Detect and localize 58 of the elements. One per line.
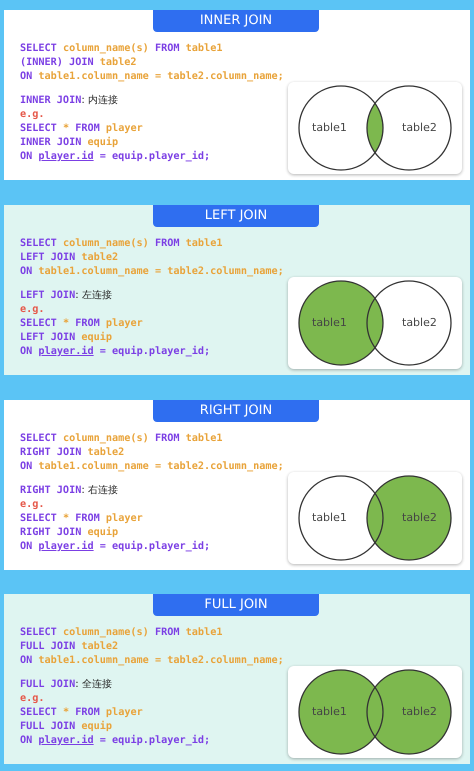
description-text: RIGHT JOIN: 右连接 — [20, 484, 118, 497]
code-line: ON table1.column_name = table2.column_name; — [20, 70, 284, 83]
code-line: SELECT column_name(s) FROM table1 — [20, 42, 222, 55]
code-line: ON table1.column_name = table2.column_name; — [20, 460, 284, 473]
code-line: SELECT column_name(s) FROM table1 — [20, 626, 222, 639]
code-line: INNER JOIN equip — [20, 136, 118, 149]
join-panel — [4, 10, 470, 180]
code-line: RIGHT JOIN table2 — [20, 446, 124, 459]
set-label: table2 — [402, 511, 437, 524]
code-line: SELECT column_name(s) FROM table1 — [20, 237, 222, 250]
heading-tab: RIGHT JOIN — [153, 400, 319, 422]
code-line: ON table1.column_name = table2.column_name; — [20, 654, 284, 667]
set-label: table1 — [312, 705, 347, 718]
code-line: ON player.id = equip.player_id; — [20, 345, 210, 358]
heading-tab: FULL JOIN — [153, 594, 319, 616]
set-label: table1 — [312, 316, 347, 329]
code-line: SELECT * FROM player — [20, 317, 143, 330]
description-text: FULL JOIN: 全连接 — [20, 678, 112, 691]
code-line: LEFT JOIN equip — [20, 331, 112, 344]
code-line: RIGHT JOIN equip — [20, 526, 118, 539]
code-line: ON table1.column_name = table2.column_name; — [20, 265, 284, 278]
venn-circle — [366, 85, 452, 171]
description-text: INNER JOIN: 内连接 — [20, 94, 118, 107]
code-line: SELECT * FROM player — [20, 122, 143, 135]
heading-tab: INNER JOIN — [153, 10, 319, 32]
set-label: table1 — [312, 121, 347, 134]
code-line: ON player.id = equip.player_id; — [20, 150, 210, 163]
code-line: FULL JOIN table2 — [20, 640, 118, 653]
venn-circle — [298, 85, 384, 171]
code-line: FULL JOIN equip — [20, 720, 112, 733]
description-text: LEFT JOIN: 左连接 — [20, 289, 112, 302]
venn-card — [288, 277, 462, 369]
example-label: e.g. — [20, 498, 45, 511]
code-line: SELECT column_name(s) FROM table1 — [20, 432, 222, 445]
example-label: e.g. — [20, 108, 45, 121]
heading-tab: LEFT JOIN — [153, 205, 319, 227]
venn-circle — [298, 475, 384, 561]
join-panel — [4, 205, 470, 375]
set-label: table1 — [312, 511, 347, 524]
set-label: table2 — [402, 121, 437, 134]
code-line: (INNER) JOIN table2 — [20, 56, 137, 69]
code-line: LEFT JOIN table2 — [20, 251, 118, 264]
set-label: table2 — [402, 316, 437, 329]
example-label: e.g. — [20, 303, 45, 316]
join-panel — [4, 400, 470, 570]
code-line: ON player.id = equip.player_id; — [20, 540, 210, 553]
code-line: SELECT * FROM player — [20, 512, 143, 525]
venn-card — [288, 472, 462, 564]
code-line: ON player.id = equip.player_id; — [20, 734, 210, 747]
code-line: SELECT * FROM player — [20, 706, 143, 719]
join-panel — [4, 594, 470, 764]
venn-circle — [366, 280, 452, 366]
example-label: e.g. — [20, 692, 45, 705]
venn-card — [288, 666, 462, 758]
venn-card — [288, 82, 462, 174]
set-label: table2 — [402, 705, 437, 718]
venn-circle — [366, 669, 452, 755]
venn-circle — [298, 669, 384, 755]
